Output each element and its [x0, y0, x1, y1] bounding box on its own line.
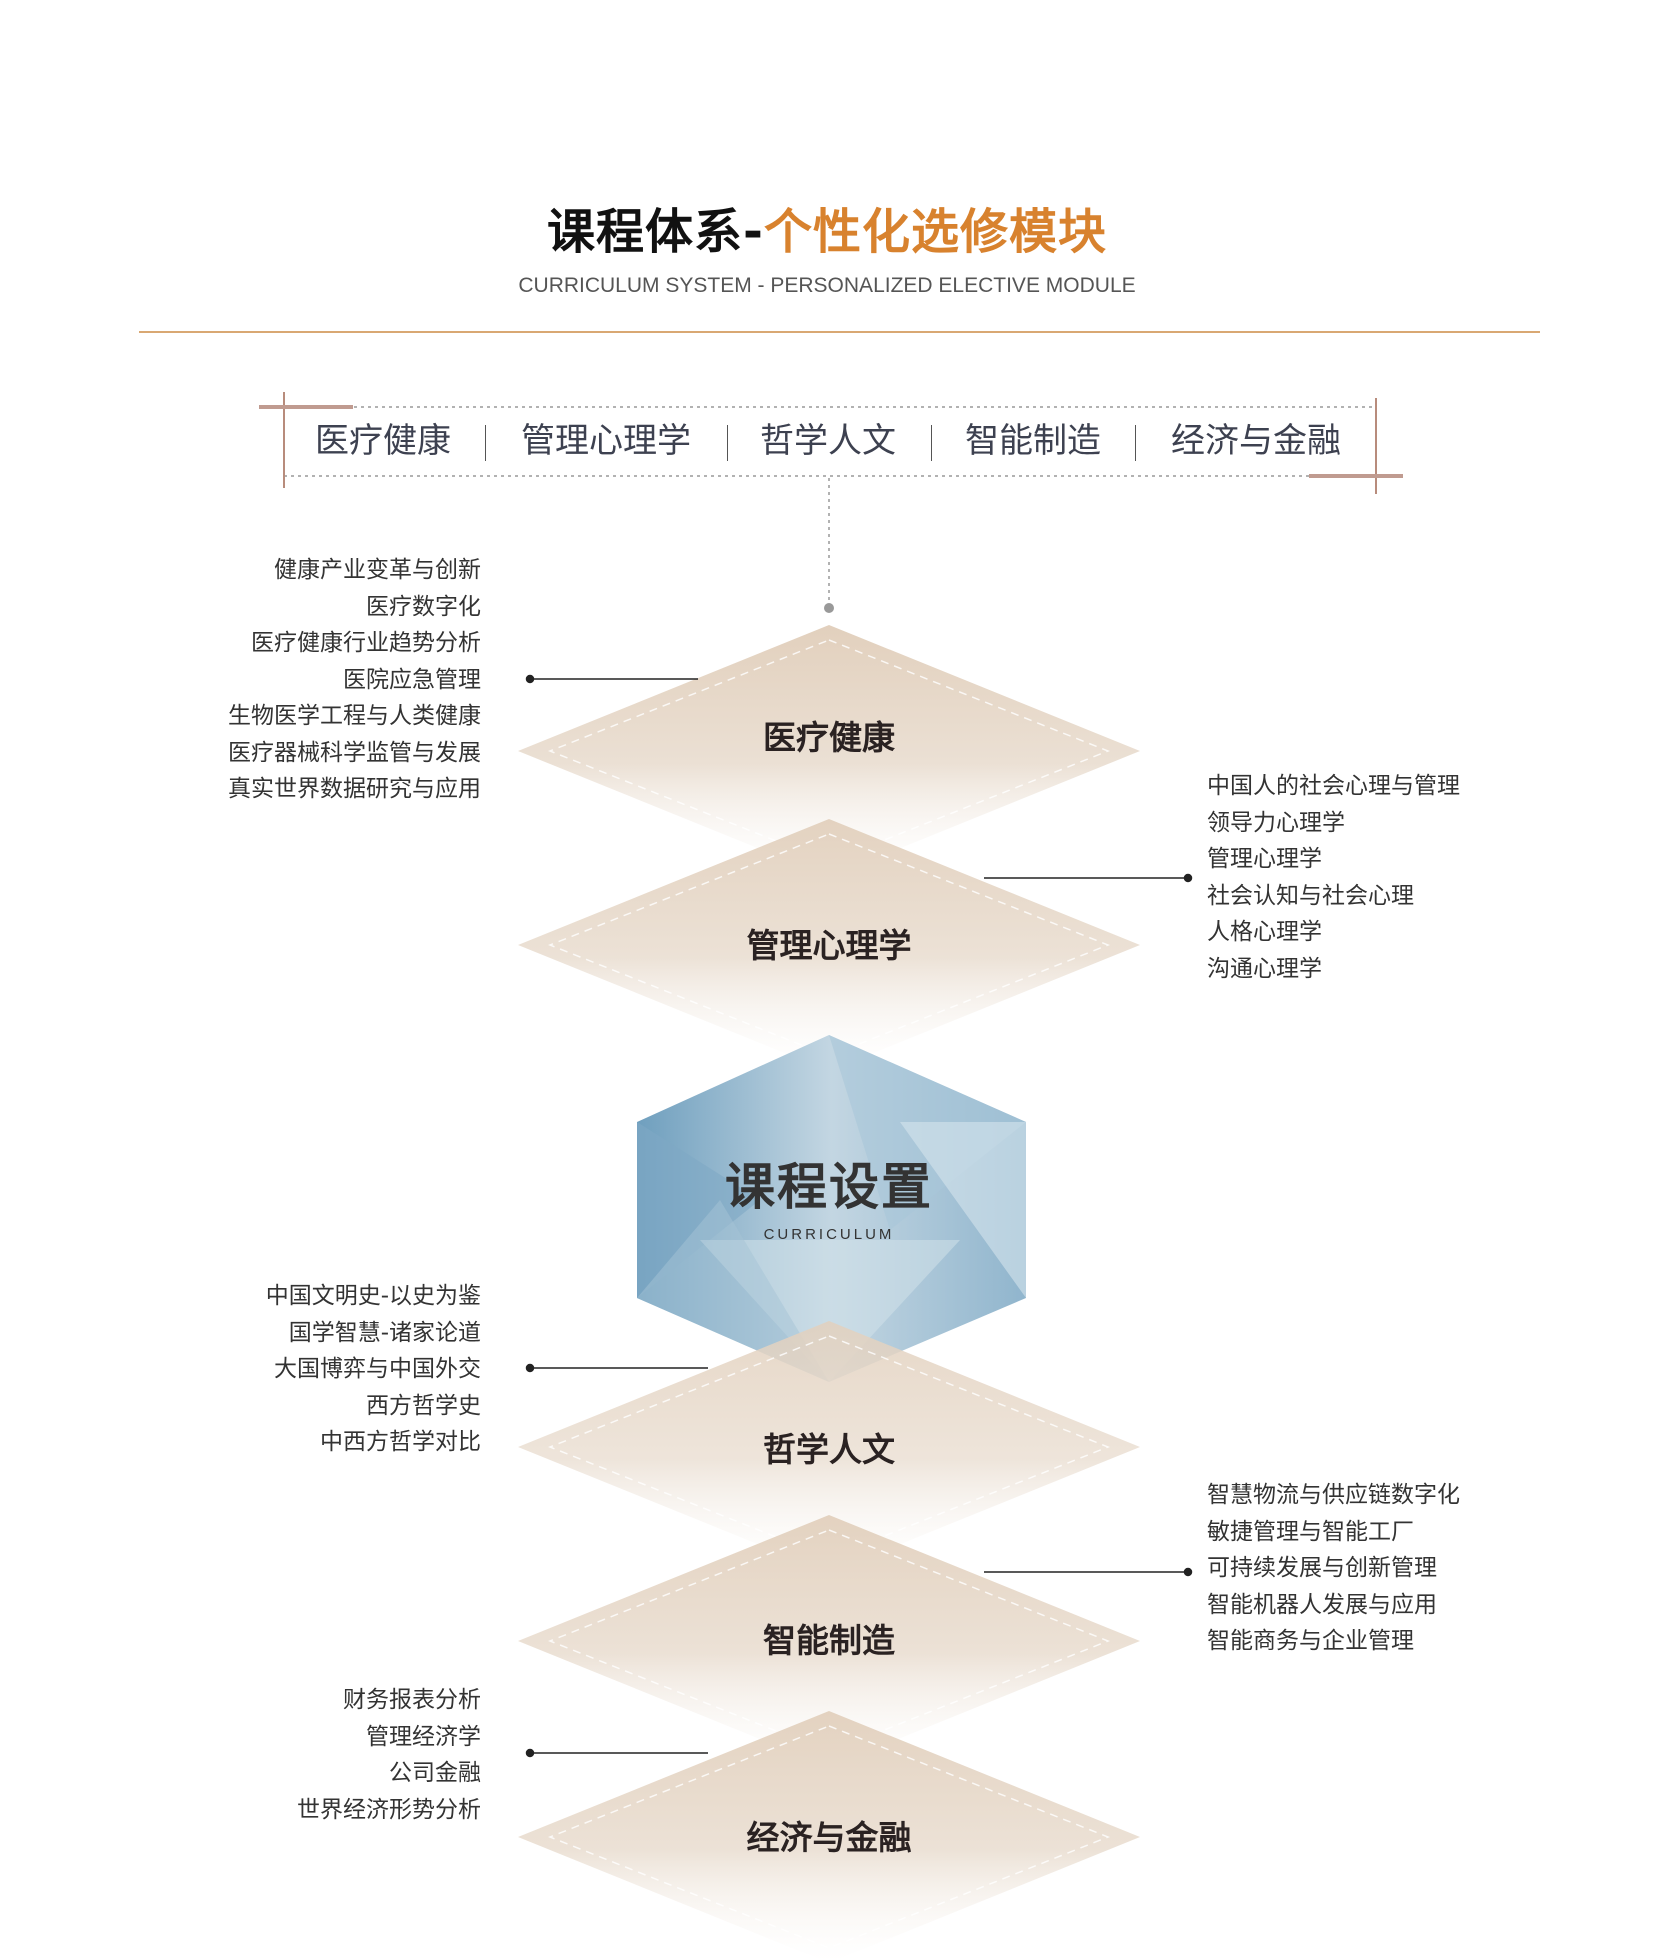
header-divider: [139, 331, 1540, 333]
course-list-psychology: 中国人的社会心理与管理领导力心理学管理心理学社会认知与社会心理人格心理学沟通心理…: [1207, 768, 1460, 987]
course-item: 人格心理学: [1207, 919, 1322, 945]
course-item: 公司金融: [389, 1760, 481, 1786]
course-item: 真实世界数据研究与应用: [228, 776, 481, 802]
course-item: 生物医学工程与人类健康: [228, 703, 481, 729]
page-subtitle: CURRICULUM SYSTEM - PERSONALIZED ELECTIV…: [518, 274, 1136, 297]
course-item: 社会认知与社会心理: [1207, 882, 1414, 909]
center-subtitle: CURRICULUM: [763, 1226, 895, 1243]
course-item: 健康产业变革与创新: [274, 557, 481, 583]
course-item: 大国博弈与中国外交: [274, 1356, 481, 1382]
diamond-3: [518, 1321, 1140, 1573]
course-list-medical: 健康产业变革与创新医疗数字化医疗健康行业趋势分析医院应急管理生物医学工程与人类健…: [228, 552, 481, 808]
module-label: 医疗健康: [763, 718, 895, 757]
course-item: 领导力心理学: [1207, 809, 1345, 836]
tab-medical-health: 医疗健康: [315, 421, 451, 461]
course-item: 管理心理学: [1207, 846, 1322, 872]
tab-management-psychology: 管理心理学: [521, 421, 691, 461]
module-label: 管理心理学: [746, 926, 912, 965]
course-item: 中国人的社会心理与管理: [1207, 773, 1460, 799]
tab-separator: [485, 425, 486, 461]
diamond-2: [518, 819, 1140, 1071]
course-item: 中国文明史-以史为鉴: [265, 1283, 481, 1309]
center-title: 课程设置: [725, 1158, 933, 1216]
course-item: 医院应急管理: [343, 666, 481, 693]
course-item: 国学智慧-诸家论道: [288, 1319, 481, 1346]
course-item: 敏捷管理与智能工厂: [1207, 1518, 1414, 1545]
tab-separator: [727, 425, 728, 461]
course-item: 智能商务与企业管理: [1207, 1628, 1414, 1654]
diamond-4: [518, 1515, 1140, 1767]
course-item: 可持续发展与创新管理: [1207, 1555, 1437, 1581]
tab-separator: [1135, 425, 1136, 461]
tab-frame: [259, 392, 1403, 613]
course-item: 医疗器械科学监管与发展: [228, 739, 481, 766]
course-item: 医疗健康行业趋势分析: [251, 630, 481, 656]
module-label: 经济与金融: [746, 1818, 912, 1857]
course-item: 管理经济学: [366, 1723, 481, 1750]
course-list-finance: 财务报表分析管理经济学公司金融世界经济形势分析: [297, 1682, 481, 1828]
course-item: 沟通心理学: [1207, 955, 1322, 982]
page-title: 课程体系-个性化选修模块: [0, 204, 1654, 260]
course-item: 医疗数字化: [366, 593, 481, 620]
module-label: 智能制造: [763, 1621, 895, 1660]
center-hexagon: [637, 1035, 1026, 1382]
tab-economics-finance: 经济与金融: [1171, 421, 1341, 461]
course-item: 西方哲学史: [366, 1392, 481, 1419]
module-label: 哲学人文: [763, 1430, 895, 1469]
diamond-5: [518, 1711, 1140, 1960]
tab-separator: [931, 425, 932, 461]
course-item: 世界经济形势分析: [297, 1796, 481, 1823]
course-item: 财务报表分析: [343, 1687, 481, 1713]
course-list-manufacturing: 智慧物流与供应链数字化敏捷管理与智能工厂可持续发展与创新管理智能机器人发展与应用…: [1207, 1477, 1460, 1660]
tab-philosophy-humanities: 哲学人文: [760, 421, 896, 461]
tab-intelligent-manufacturing: 智能制造: [965, 421, 1101, 461]
course-item: 智慧物流与供应链数字化: [1207, 1482, 1460, 1508]
connector-lines: [525, 674, 1193, 1758]
course-item: 智能机器人发展与应用: [1207, 1591, 1437, 1618]
course-item: 中西方哲学对比: [320, 1429, 481, 1455]
title-accent: 个性化选修模块: [763, 204, 1107, 260]
course-list-philosophy: 中国文明史-以史为鉴国学智慧-诸家论道大国博弈与中国外交西方哲学史中西方哲学对比: [266, 1278, 481, 1461]
diamond-1: [518, 625, 1140, 877]
title-main: 课程体系-: [547, 204, 764, 260]
